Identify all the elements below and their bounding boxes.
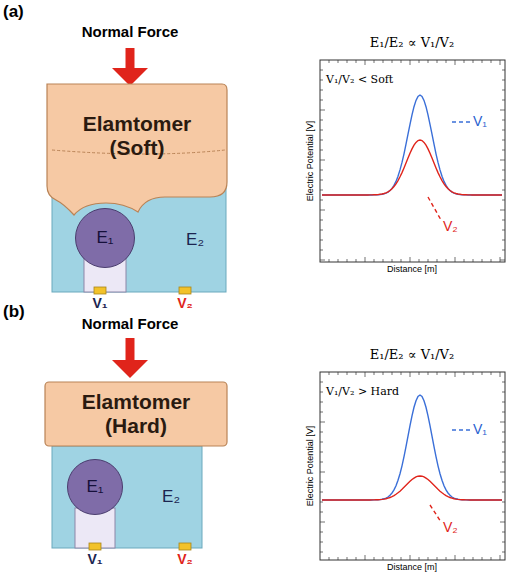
node-text: Elamtomer (Hard) bbox=[51, 390, 221, 438]
leader-line bbox=[430, 505, 441, 522]
node-text: E₁ bbox=[96, 228, 113, 248]
elastomer-block: Elamtomer (Hard) bbox=[45, 382, 227, 446]
plot-frame bbox=[320, 60, 505, 262]
sensor-label: V₁ bbox=[87, 552, 102, 567]
axis-label: Electric Potential [V] bbox=[306, 121, 316, 202]
inclusion-circle: E₁ bbox=[67, 459, 123, 515]
node-text: E₁ bbox=[86, 477, 103, 497]
node-text: E₂ bbox=[162, 487, 180, 507]
axis-label: Electric Potential [V] bbox=[306, 426, 316, 507]
elastomer-hard bbox=[45, 382, 227, 446]
signal-curve bbox=[322, 476, 502, 500]
sensor-pad bbox=[179, 287, 191, 294]
signal-curve bbox=[322, 95, 502, 195]
relation-formula: E₁/E₂ ∝ V₁/V₂ bbox=[370, 36, 454, 50]
signal-curve bbox=[322, 140, 502, 195]
tick-marks bbox=[320, 60, 505, 262]
sensor-label: V₂ bbox=[177, 552, 193, 567]
axis-label: Distance [m] bbox=[387, 265, 437, 275]
curve-label: V₂ bbox=[443, 219, 458, 234]
curve-label: V₂ bbox=[443, 520, 458, 535]
substrate-region bbox=[52, 446, 202, 548]
panel-label: (a) bbox=[3, 3, 24, 22]
force-arrow bbox=[112, 338, 148, 378]
plot-frame bbox=[320, 372, 505, 560]
sensor-pad bbox=[94, 287, 106, 294]
plot-curves bbox=[322, 95, 502, 500]
ratio-note: V₁/V₂ < Soft bbox=[326, 74, 393, 86]
elastomer-block: Elamtomer (Soft) bbox=[47, 88, 227, 184]
sensor-pad bbox=[89, 543, 101, 550]
sensor-label: V₁ bbox=[92, 296, 107, 311]
leader-line bbox=[452, 121, 470, 122]
leader-line bbox=[452, 429, 470, 430]
curve-label: V₁ bbox=[473, 114, 487, 129]
curve-label: V₁ bbox=[473, 422, 487, 437]
leader-line bbox=[428, 197, 441, 220]
elastomer-soft bbox=[47, 84, 227, 215]
sensor-pad bbox=[179, 543, 191, 550]
panel-label: (b) bbox=[3, 303, 25, 322]
node-text: Elamtomer (Soft) bbox=[53, 112, 221, 160]
substrate-region: E₂ E₁ bbox=[52, 188, 226, 292]
force-label: Normal Force bbox=[82, 24, 179, 41]
signal-curve bbox=[322, 395, 502, 500]
axis-ticks bbox=[320, 60, 505, 560]
ratio-note: V₁/V₂ > Hard bbox=[326, 386, 399, 398]
node-text: E₂ bbox=[186, 230, 204, 250]
inclusion-circle: E₁ bbox=[75, 208, 135, 268]
relation-formula: E₁/E₂ ∝ V₁/V₂ bbox=[370, 348, 454, 362]
force-arrow bbox=[112, 48, 148, 86]
tick-marks bbox=[320, 372, 505, 560]
force-label: Normal Force bbox=[82, 316, 179, 333]
substrate-region: E₂ E₁ bbox=[52, 446, 202, 548]
sensor-label: V₂ bbox=[177, 296, 193, 311]
axis-label: Distance [m] bbox=[387, 563, 437, 573]
